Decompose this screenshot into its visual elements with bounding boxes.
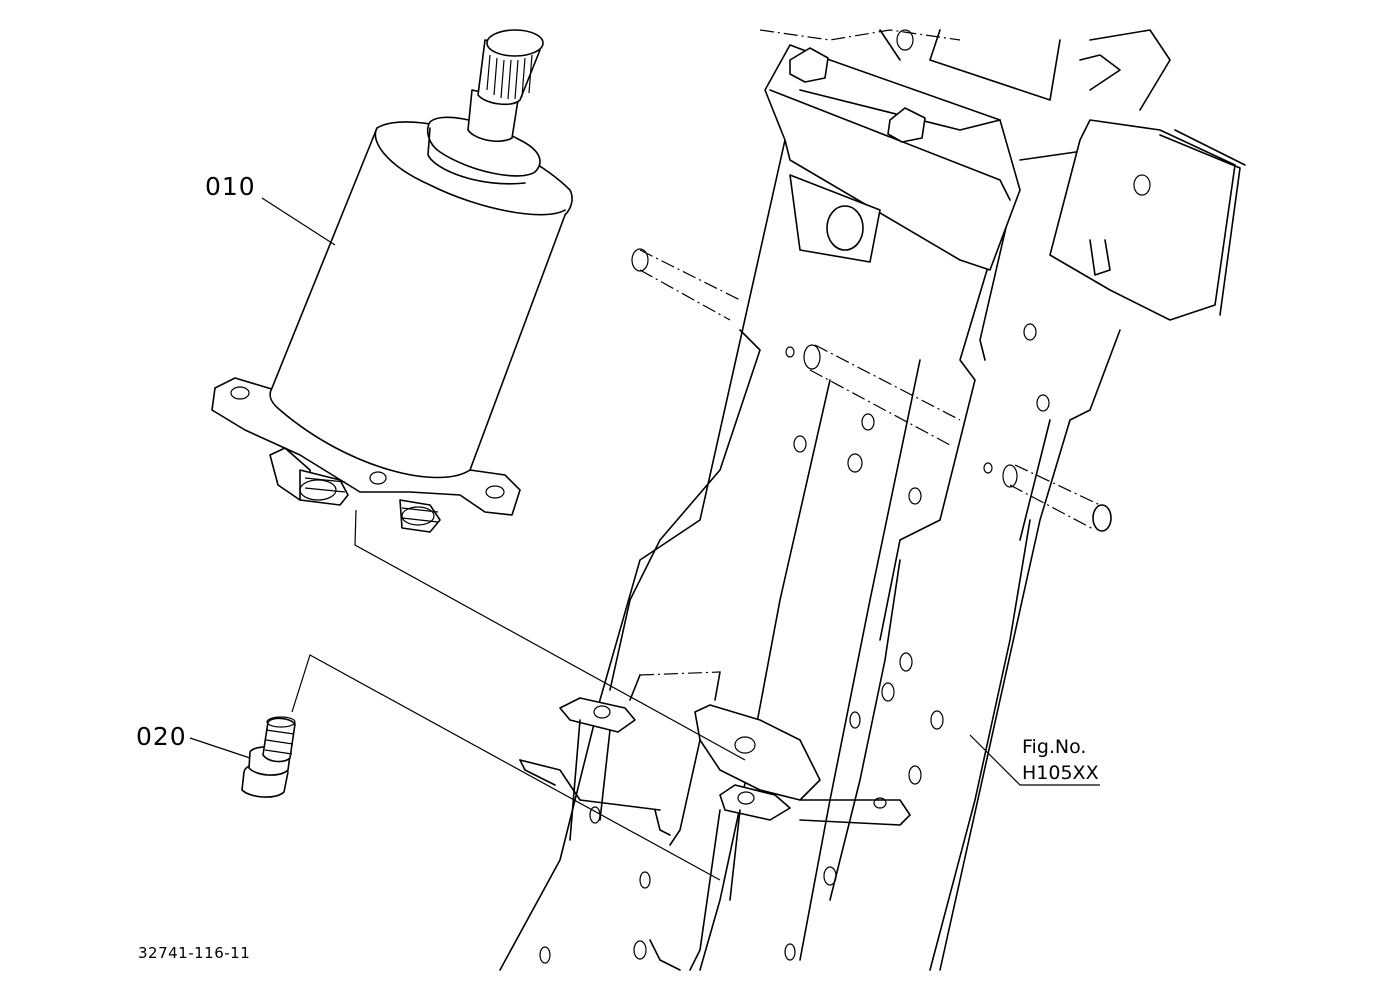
drawing-number: 32741-116-11 (138, 944, 251, 962)
callout-010: 010 (205, 172, 256, 201)
leader-010 (261, 197, 336, 246)
part-020-bolt (241, 654, 721, 881)
callout-020: 020 (136, 722, 187, 751)
figure-code: H105XX (1022, 762, 1099, 784)
figure-label: Fig.No. (1022, 736, 1087, 758)
leader-fig (969, 734, 1100, 786)
part-010-motor (211, 29, 746, 761)
frame-assembly (499, 29, 1246, 971)
leader-020 (189, 737, 251, 759)
